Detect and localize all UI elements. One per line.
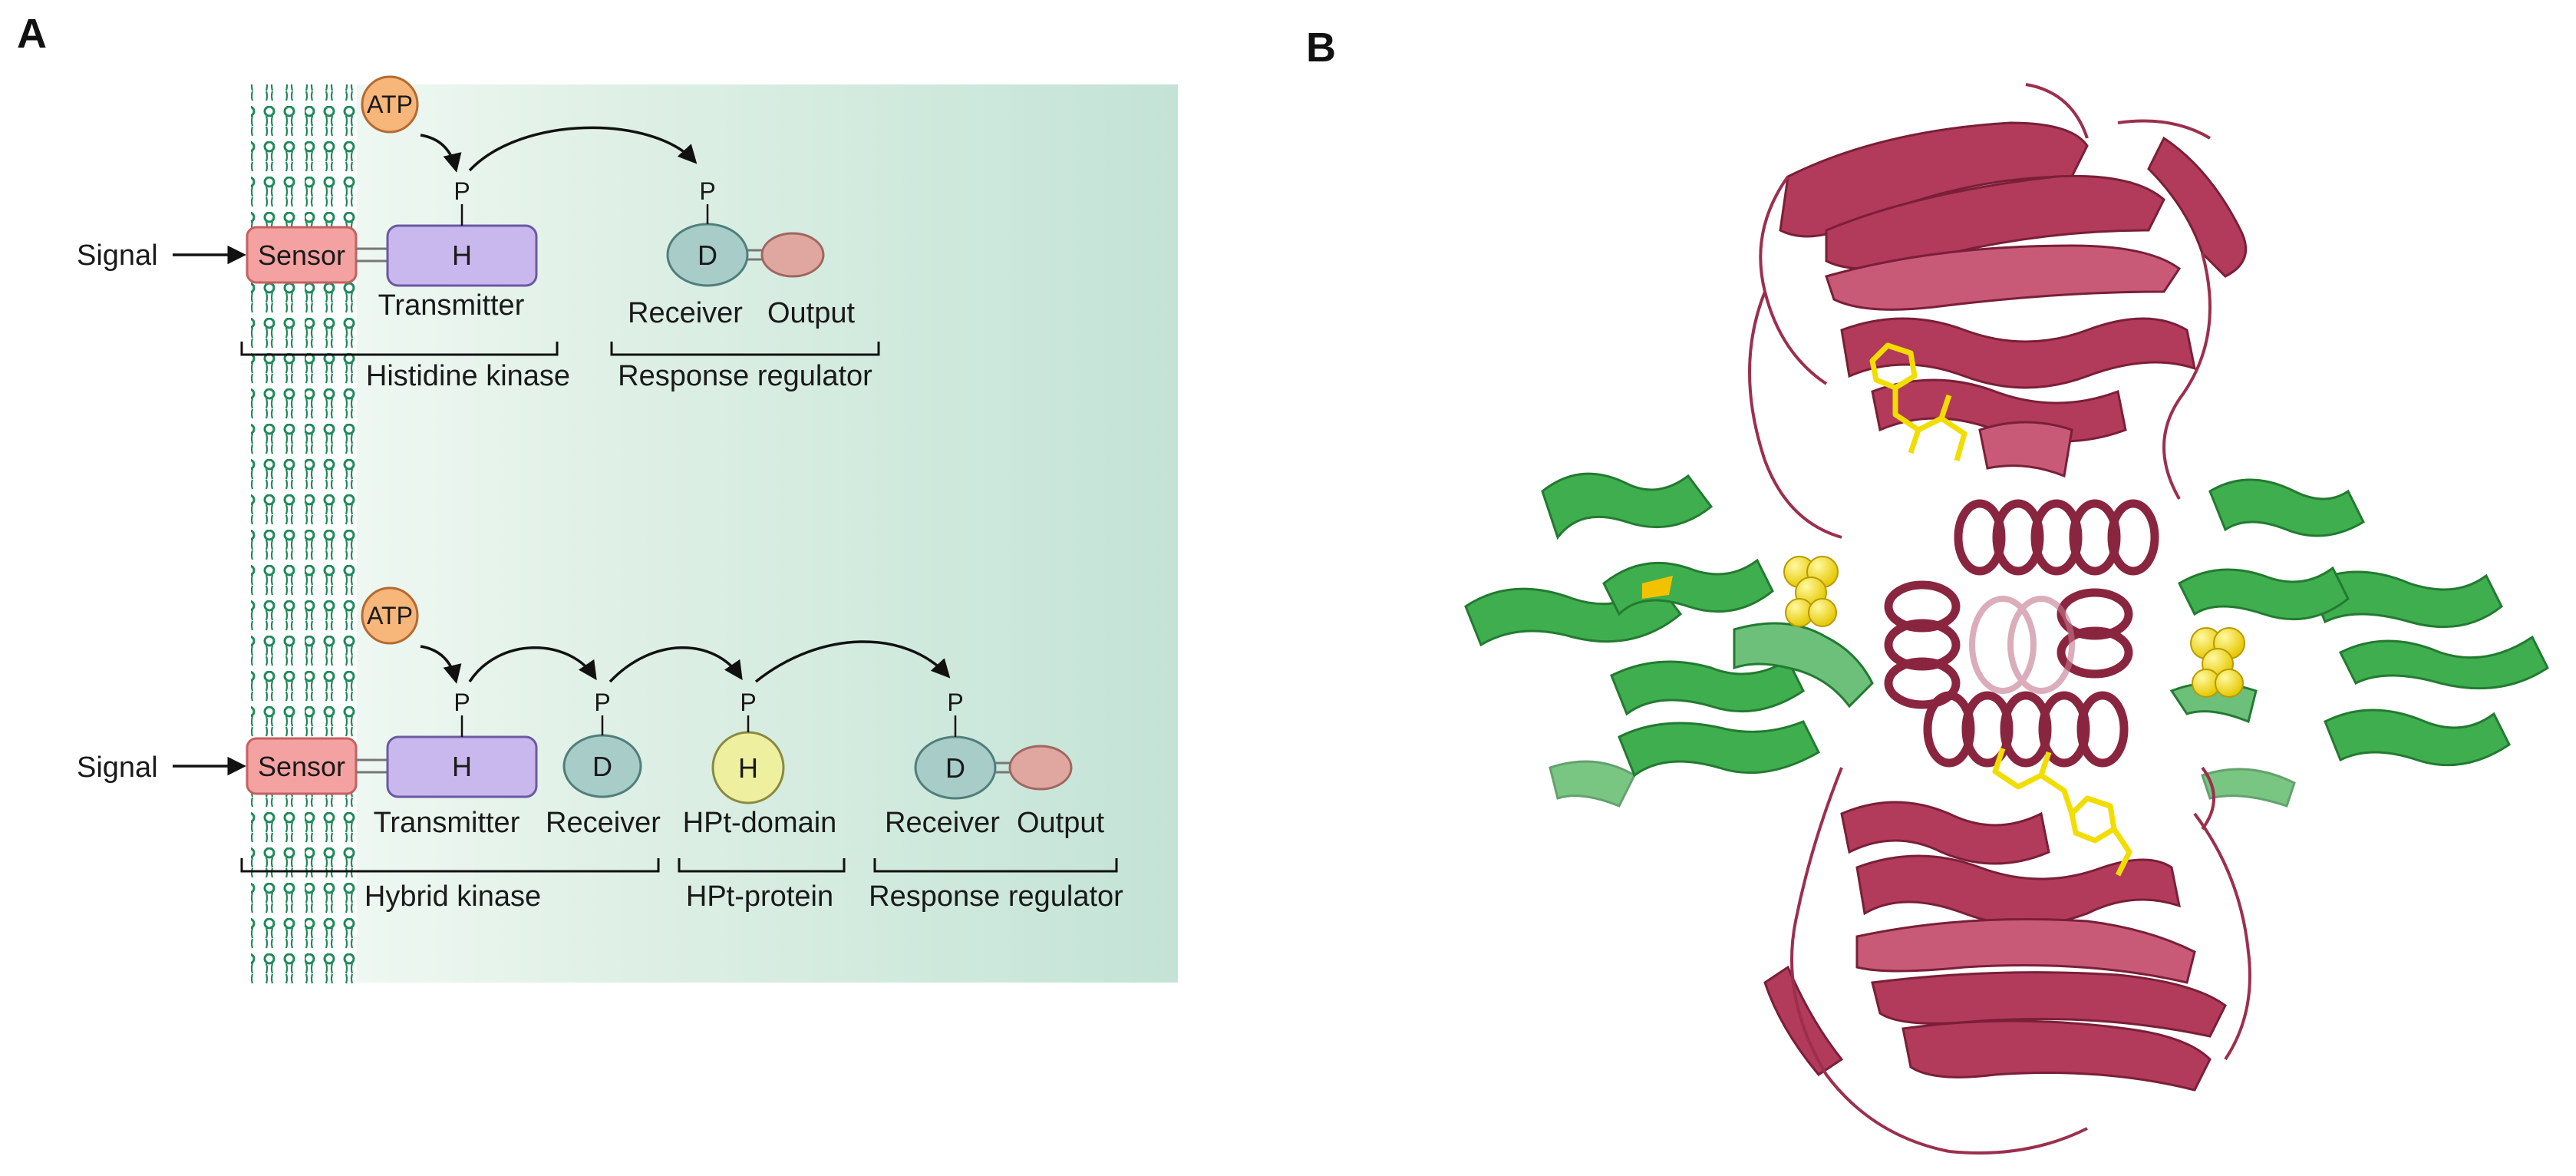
phosphate-receiver1-bottom: P bbox=[594, 689, 610, 716]
receiver1-domain-letter-bottom: D bbox=[592, 751, 612, 782]
output-domain-bottom bbox=[1008, 745, 1073, 791]
receiver2-label-bottom: Receiver bbox=[885, 807, 1000, 839]
transmitter-label-bottom: Transmitter bbox=[374, 807, 520, 839]
cell-membrane bbox=[249, 83, 357, 985]
atp-arrow-bottom bbox=[420, 645, 462, 684]
bracket-response-regulator-top bbox=[610, 342, 880, 356]
phosphate-receiver2-bottom: P bbox=[947, 689, 963, 716]
hpt-domain-letter: H bbox=[738, 752, 758, 784]
red-loops-top bbox=[1748, 83, 2212, 539]
central-helix-shadow bbox=[1969, 596, 2075, 694]
bracket-hybrid-kinase bbox=[240, 858, 660, 873]
panel-a-letter: A bbox=[17, 11, 47, 57]
central-helix-bundle bbox=[1884, 499, 2159, 768]
ligand-stick-top bbox=[1869, 342, 1967, 461]
sensor-box-top bbox=[246, 226, 358, 284]
signal-label-bottom: Signal bbox=[77, 752, 158, 784]
transmitter-domain-bottom: H bbox=[452, 751, 472, 782]
bracket-histidine-kinase-label: Histidine kinase bbox=[366, 360, 570, 392]
ligand-spheres-right bbox=[2190, 627, 2245, 698]
atp-bottom bbox=[361, 586, 419, 645]
sensor-label-bottom: Sensor bbox=[258, 751, 345, 782]
output-label-top: Output bbox=[767, 297, 856, 329]
red-domain-top bbox=[1779, 121, 2248, 478]
phosphorelay-system: Signal Sensor H P D P ATP bbox=[77, 586, 1123, 913]
bracket-response-regulator-bottom bbox=[873, 858, 1118, 873]
phospho-arrow-top bbox=[468, 126, 698, 172]
atp-arrow-top bbox=[420, 134, 462, 173]
sensor-box-bottom bbox=[246, 737, 358, 795]
receiver-label-top: Receiver bbox=[628, 297, 743, 329]
atp-label-bottom: ATP bbox=[367, 602, 413, 629]
protein-structure bbox=[1464, 83, 2549, 1155]
receiver2-domain-letter-bottom: D bbox=[945, 752, 965, 784]
green-domain-right bbox=[2169, 478, 2549, 808]
panel-a: A Signal Sensor H Transmitter P bbox=[17, 11, 1178, 985]
output-label-bottom: Output bbox=[1017, 807, 1105, 839]
phospho-arrow-bottom-3 bbox=[754, 640, 951, 683]
phosphate-receiver-top: P bbox=[699, 177, 715, 205]
bracket-hpt-protein-label: HPt-protein bbox=[686, 880, 833, 913]
ligand-highlight-left bbox=[1642, 576, 1673, 599]
transmitter-domain-top: H bbox=[452, 239, 472, 271]
ligand-spheres-left bbox=[1783, 556, 1839, 627]
atp-label-top: ATP bbox=[367, 91, 413, 118]
green-domain-left bbox=[1464, 472, 1874, 808]
signal-label-top: Signal bbox=[77, 239, 158, 272]
bracket-response-regulator-bottom-label: Response regulator bbox=[869, 880, 1123, 913]
ligand-stick-bottom bbox=[1992, 747, 2132, 877]
bracket-histidine-kinase bbox=[240, 342, 559, 356]
receiver1-label-bottom: Receiver bbox=[546, 807, 661, 839]
cytoplasm-background bbox=[311, 84, 1178, 983]
phospho-arrow-bottom-2 bbox=[609, 646, 743, 683]
phosphate-hpt: P bbox=[740, 689, 756, 716]
phosphate-transmitter-top: P bbox=[454, 177, 470, 205]
bracket-hpt-protein bbox=[678, 858, 846, 873]
panel-b-letter: B bbox=[1306, 25, 1336, 71]
receiver-domain-letter-top: D bbox=[698, 239, 717, 271]
panel-b: B bbox=[1306, 25, 2549, 1155]
transmitter-label-top: Transmitter bbox=[378, 289, 525, 322]
two-component-system: Signal Sensor H Transmitter P ATP D P bbox=[77, 75, 880, 392]
output-domain-top bbox=[760, 232, 825, 278]
hpt-label: HPt-domain bbox=[683, 807, 837, 839]
atp-top bbox=[361, 75, 419, 134]
phospho-arrow-bottom-1 bbox=[468, 646, 597, 682]
phosphate-transmitter-bottom: P bbox=[454, 689, 470, 716]
red-loops-bottom bbox=[1790, 766, 2251, 1155]
bracket-hybrid-kinase-label: Hybrid kinase bbox=[364, 880, 541, 913]
sensor-label-top: Sensor bbox=[258, 239, 345, 271]
bracket-response-regulator-top-label: Response regulator bbox=[618, 360, 872, 392]
red-domain-bottom bbox=[1763, 801, 2227, 1092]
